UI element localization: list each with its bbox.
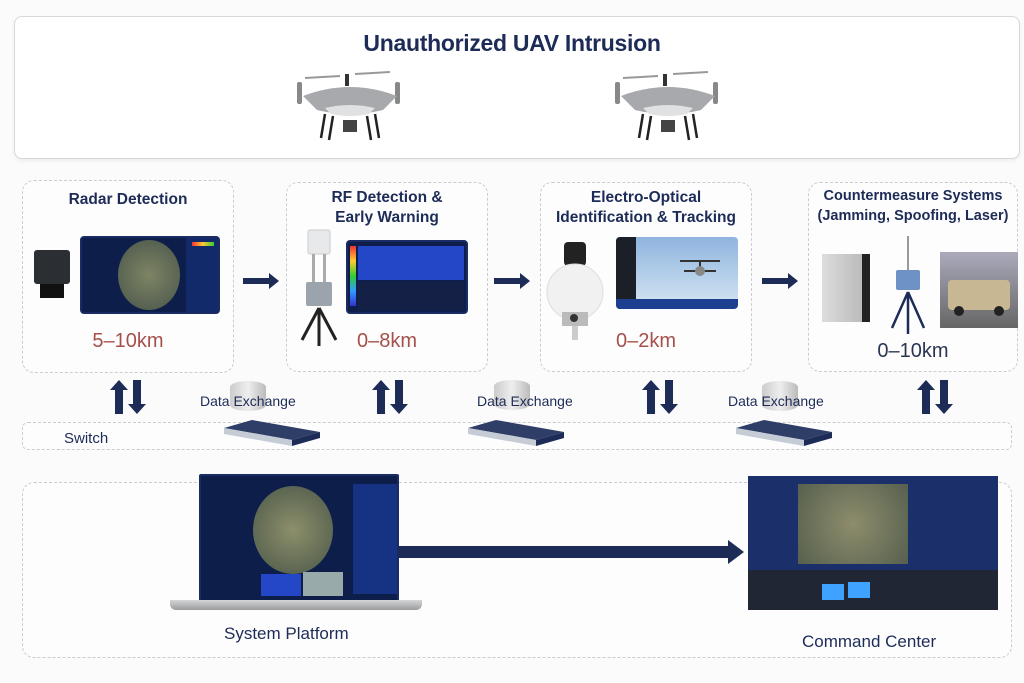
stage-title: RF Detection & <box>331 189 443 206</box>
drone-icon <box>297 71 400 141</box>
arrow-right-icon <box>494 273 530 289</box>
arrow-right-icon <box>243 273 279 289</box>
radar-device-icon <box>34 250 70 284</box>
ptz-camera-icon <box>546 242 604 340</box>
radar-screen <box>80 236 220 314</box>
system-platform-laptop-screen <box>199 474 399 602</box>
range-value: 5–10km <box>92 330 164 352</box>
data-exchange-label: Data Exchange <box>200 393 296 409</box>
rf-sensor-tripod-icon <box>300 229 338 346</box>
intrusion-panel <box>14 16 1020 159</box>
stage-title: Radar Detection <box>68 191 188 208</box>
database-icon <box>494 380 530 410</box>
network-switch-icon <box>224 420 320 446</box>
stage-subtitle: (Jamming, Spoofing, Laser) <box>817 208 1009 224</box>
range-value: 0–2km <box>615 330 677 352</box>
database-icon <box>762 381 798 411</box>
network-switch-icon <box>736 420 832 446</box>
command-center-image <box>748 476 998 610</box>
stage-title: Electro-Optical <box>590 189 702 206</box>
stage-subtitle: Identification & Tracking <box>556 209 736 226</box>
stage-title: Countermeasure Systems <box>823 188 1003 204</box>
bidirectional-arrow-icon <box>372 380 408 414</box>
data-exchange-label: Data Exchange <box>477 393 573 409</box>
data-exchange-label: Data Exchange <box>728 393 824 409</box>
bidirectional-arrow-icon <box>917 380 953 414</box>
arrow-right-icon <box>398 540 744 564</box>
command-center-label: Command Center <box>802 632 937 651</box>
switch-label: Switch <box>64 430 109 447</box>
spoofing-tripod-icon <box>890 236 926 334</box>
jammer-panel-icon <box>822 254 870 322</box>
laser-vehicle-image <box>940 252 1018 328</box>
drone-icon <box>680 260 720 276</box>
rf-spectrum-screen <box>346 240 468 314</box>
laptop-base <box>170 600 422 610</box>
bidirectional-arrow-icon <box>642 380 678 414</box>
database-icon <box>230 381 266 411</box>
system-platform-label: System Platform <box>224 624 349 643</box>
range-value: 0–8km <box>356 330 418 352</box>
drone-icon <box>615 71 718 141</box>
eo-tracking-screen <box>616 237 738 309</box>
arrow-right-icon <box>762 273 798 289</box>
network-switch-icon <box>468 420 564 446</box>
bidirectional-arrow-icon <box>110 380 146 414</box>
diagram-title: Unauthorized UAV Intrusion <box>363 30 661 56</box>
stage-subtitle: Early Warning <box>335 209 439 226</box>
range-value: 0–10km <box>877 340 949 362</box>
